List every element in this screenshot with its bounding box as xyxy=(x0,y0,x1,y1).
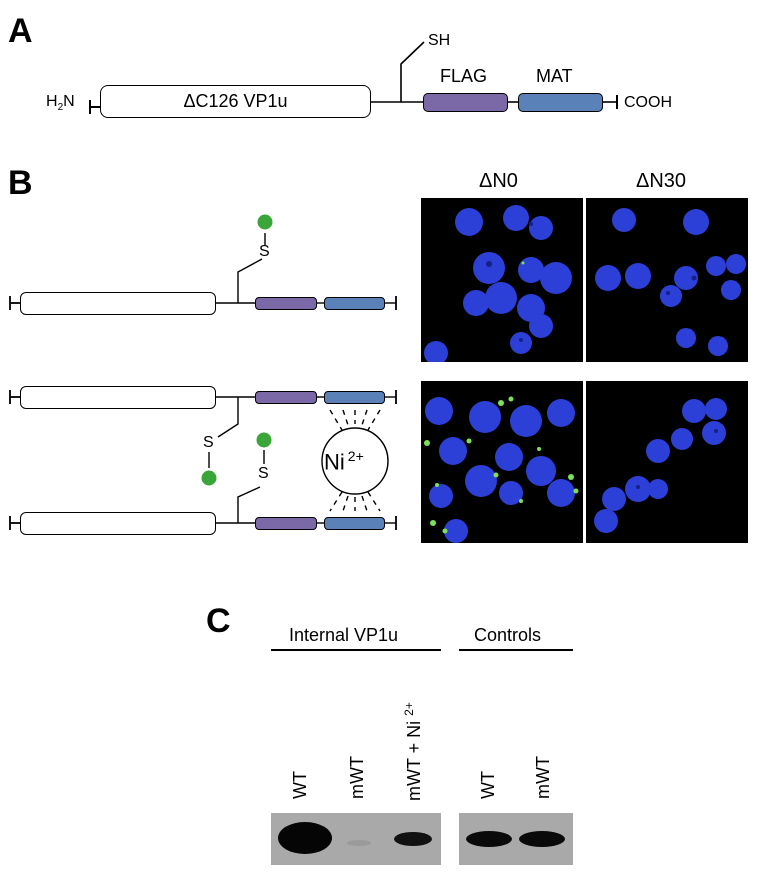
group-header-controls: Controls xyxy=(474,625,542,645)
mat-tag-box xyxy=(518,93,603,112)
vp1u-domain-box xyxy=(100,85,371,118)
mat-label: MAT xyxy=(536,66,573,86)
vp1u-domain-label: ΔC126 VP1u xyxy=(183,91,288,111)
c-terminus-label: COOH xyxy=(624,94,672,111)
micrograph-dn0-bottom xyxy=(421,381,583,543)
construct-bottom-flag xyxy=(255,517,317,530)
lane-label-mwt-ni-internal: mWT + Ni 2+ xyxy=(402,702,424,801)
micrograph-dn30-top xyxy=(586,198,748,362)
micrograph-dn0-top xyxy=(421,198,583,362)
lane-label-wt-internal: WT xyxy=(290,771,310,799)
western-blot-controls xyxy=(459,813,573,865)
construct-bottom-domain xyxy=(20,512,216,535)
lane-label-wt-control: WT xyxy=(478,771,498,799)
panel-a-letter: A xyxy=(8,12,33,50)
construct-middle-flag xyxy=(255,391,317,404)
construct-bottom-mat xyxy=(324,517,385,530)
flag-tag-box xyxy=(423,93,508,112)
flag-label: FLAG xyxy=(440,66,488,86)
sulfur-label-middle: S xyxy=(203,434,214,451)
panel-b-letter: B xyxy=(8,164,33,202)
n-terminus-label: H2N xyxy=(46,93,75,114)
lane-label-mwt-control: mWT xyxy=(533,756,553,799)
construct-top-mat xyxy=(324,297,385,310)
construct-middle-mat xyxy=(324,391,385,404)
construct-top-domain xyxy=(20,292,216,315)
group-header-internal: Internal VP1u xyxy=(289,625,399,645)
western-blot-internal xyxy=(271,813,441,865)
thiol-label: SH xyxy=(428,32,451,49)
sulfur-label-bottom: S xyxy=(258,465,269,482)
construct-top-flag xyxy=(255,297,317,310)
column-header-dn0: ΔN0 xyxy=(479,170,518,192)
lane-label-mwt-internal: mWT xyxy=(347,756,367,799)
sulfur-label-top: S xyxy=(259,243,270,260)
construct-middle-domain xyxy=(20,386,216,409)
micrograph-dn30-bottom xyxy=(586,381,748,543)
panel-c-letter: C xyxy=(206,602,231,640)
column-header-dn30: ΔN30 xyxy=(636,170,687,192)
